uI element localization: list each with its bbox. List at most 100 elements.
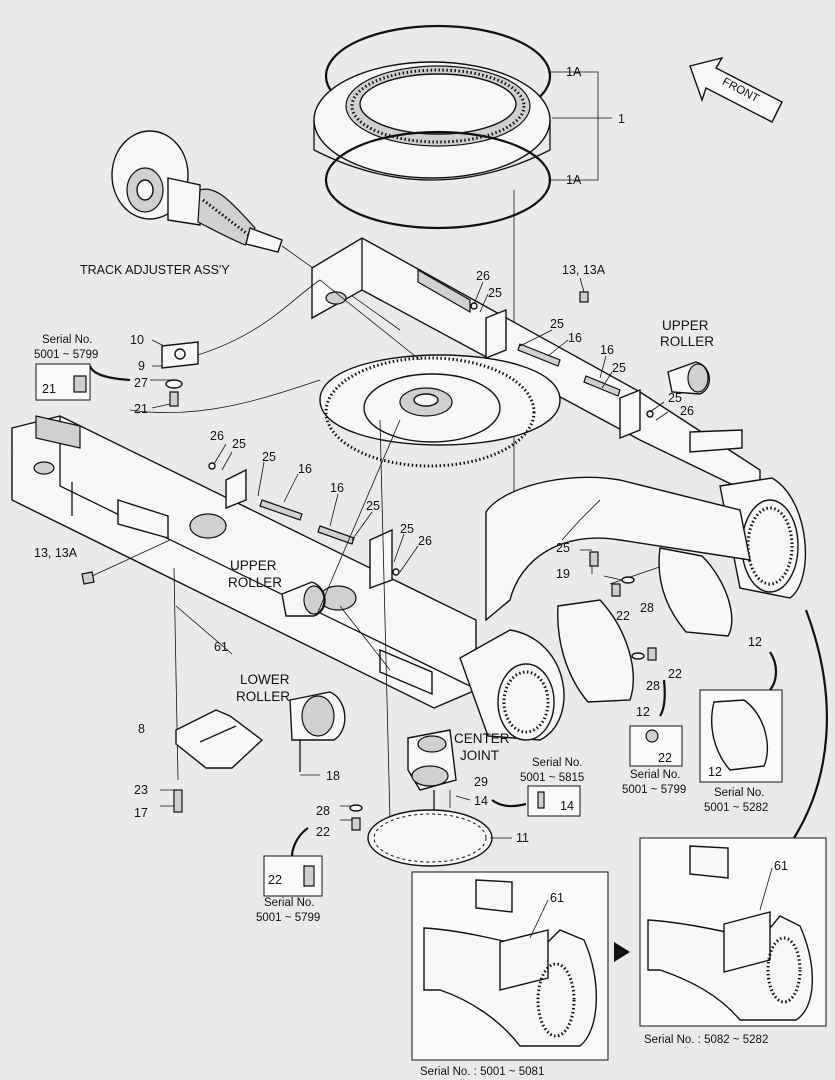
right-sprocket-bolts (746, 506, 794, 586)
callout-16-a: 16 (568, 331, 582, 345)
callout-28-b: 28 (646, 679, 660, 693)
left-sprocket-bore (497, 663, 555, 741)
bolt-13-right (579, 291, 589, 303)
serial-box-22-right-line2: 5001 ~ 5799 (622, 784, 686, 796)
callout-12-a: 12 (748, 635, 762, 649)
swing-bearing-assembly (313, 24, 612, 520)
detail-right-box (723, 911, 771, 973)
callout-16-b: 16 (600, 343, 614, 357)
serial-box-22-bottom-part: 22 (268, 873, 282, 887)
washer-27 (165, 379, 183, 389)
serial-box-22-bottom-line1: Serial No. (264, 897, 315, 909)
serial-box-22-bottom-line2: 5001 ~ 5799 (256, 912, 320, 924)
callout-17: 17 (134, 806, 148, 820)
left-frame-box (35, 415, 81, 449)
washer-26-b (646, 410, 654, 418)
detail-left-bracket (475, 879, 513, 913)
serial-box-21: Serial No. 5001 ~ 5799 21 (34, 334, 98, 401)
cover-12-a (557, 599, 634, 703)
pin-16-a (517, 343, 561, 367)
serial-box-22-right-part: 22 (658, 751, 672, 765)
washer-26-c (208, 462, 216, 470)
right-rear-crossmember (485, 476, 751, 622)
bolt-22-bottom-in-box (303, 865, 315, 887)
left-frame-pad-rear (379, 648, 433, 696)
right-frame-pad (689, 429, 743, 453)
callout-61-main: 61 (214, 640, 228, 654)
detail-right-bracket (689, 845, 729, 879)
callout-25-f: 25 (262, 450, 276, 464)
serial-box-12-line1: Serial No. (714, 787, 765, 799)
callout-26-a: 26 (476, 269, 490, 283)
detail-panel-right: 61 (639, 837, 827, 1027)
serial-box-14: Serial No. 5001 ~ 5815 14 (520, 757, 584, 817)
callout-16-c: 16 (298, 462, 312, 476)
callout-12-b: 12 (636, 705, 650, 719)
detail-panel-left: 61 (411, 871, 609, 1061)
center-joint-title-2: JOINT (460, 748, 499, 763)
upper-roller-left-title-2: ROLLER (228, 575, 282, 590)
serial-pointer-arrows (88, 365, 828, 857)
callout-26-c: 26 (210, 429, 224, 443)
callout-28-a: 28 (640, 601, 654, 615)
bolt-13-left (81, 571, 95, 585)
serial-box-22-bottom: 22 Serial No. 5001 ~ 5799 (256, 855, 323, 924)
left-frame-pad-front (117, 499, 169, 539)
bracket-8 (175, 709, 264, 769)
bolt-14-in-box (537, 791, 545, 809)
callout-26-b: 26 (680, 404, 694, 418)
adjuster-spring-coils (202, 198, 251, 238)
callout-9: 9 (138, 359, 145, 373)
cover-12-in-box (711, 699, 768, 771)
callout-23: 23 (134, 783, 148, 797)
bolt-21 (169, 391, 179, 407)
bolt-21-in-box (73, 375, 87, 393)
right-frame-slot (417, 268, 471, 314)
callout-25-i: 25 (556, 541, 570, 555)
center-bolt-ring (324, 356, 536, 468)
left-frame-hole (33, 461, 55, 475)
serial-box-14-line1: Serial No. (532, 757, 583, 769)
serial-box-14-part: 14 (560, 799, 574, 813)
serial-box-21-part: 21 (42, 382, 56, 396)
callout-10: 10 (130, 333, 144, 347)
callout-1a-top: 1A (566, 65, 582, 79)
callout-28-c: 28 (316, 804, 330, 818)
cover-12-b (658, 547, 733, 637)
serial-box-22-right-line1: Serial No. (630, 769, 681, 781)
washer-28-22-right (589, 551, 657, 661)
center-joint-title-1: CENTER (454, 731, 510, 746)
detail-right-caption: Serial No. : 5082 ~ 5282 (644, 1034, 768, 1046)
front-arrow: FRONT (689, 56, 783, 123)
center-joint (407, 729, 457, 818)
callout-25-c: 25 (612, 361, 626, 375)
pin-16-b (583, 375, 621, 397)
detail-right-callout-61: 61 (774, 859, 788, 873)
bolt-17-23 (173, 789, 183, 813)
lower-roller-title-1: LOWER (240, 672, 290, 687)
bearing-gear-teeth (350, 68, 526, 144)
callout-26-d: 26 (418, 534, 432, 548)
upper-roller-right (667, 361, 710, 395)
washer-26-d (392, 568, 400, 576)
callout-14-a: 14 (474, 794, 488, 808)
callout-29: 29 (474, 775, 488, 789)
callout-1: 1 (618, 112, 625, 126)
callout-1a-bottom: 1A (566, 173, 582, 187)
idler-yoke (167, 177, 201, 226)
right-roller-bracket-2 (619, 388, 641, 440)
serial-box-22-right: 22 Serial No. 5001 ~ 5799 (622, 725, 686, 796)
detail-left-caption: Serial No. : 5001 ~ 5081 (420, 1066, 544, 1078)
callout-13-right: 13, 13A (562, 263, 606, 277)
callout-22-b: 22 (668, 667, 682, 681)
callout-19: 19 (556, 567, 570, 581)
track-adjuster-assembly (111, 130, 401, 331)
callout-25-d: 25 (668, 391, 682, 405)
callout-25-g: 25 (366, 499, 380, 513)
serial-box-12-part: 12 (708, 765, 722, 779)
idler-axle (136, 179, 154, 201)
track-adjuster-title: TRACK ADJUSTER ASS'Y (80, 263, 230, 277)
detail-left-callout-61: 61 (550, 891, 564, 905)
callout-13-left: 13, 13A (34, 546, 78, 560)
